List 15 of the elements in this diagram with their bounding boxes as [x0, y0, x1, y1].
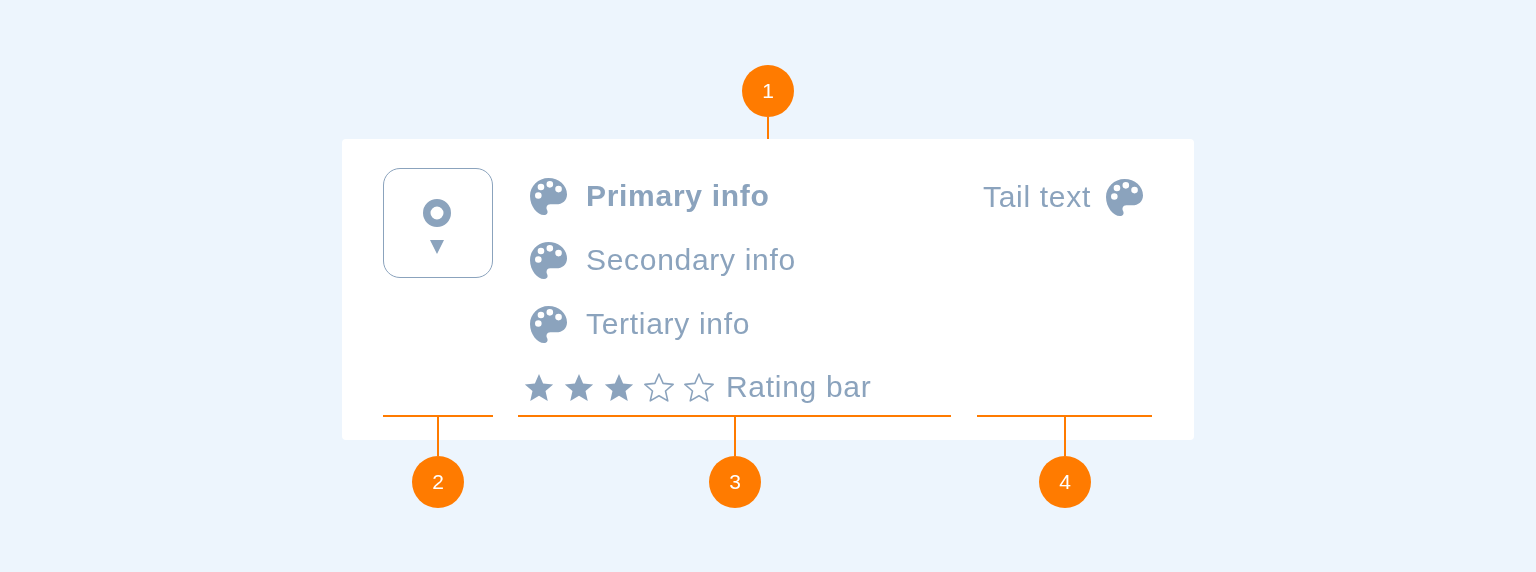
primary-text: Primary info	[586, 179, 770, 213]
callout-number: 2	[412, 456, 464, 508]
rating-label: Rating bar	[726, 370, 872, 404]
leader-line	[767, 116, 769, 140]
callout-number: 3	[709, 456, 761, 508]
callout-number: 4	[1039, 456, 1091, 508]
leading-section	[383, 168, 493, 417]
callout-number: 1	[742, 65, 794, 117]
list-item-card	[342, 139, 1194, 440]
leader-line	[1064, 416, 1066, 457]
leader-line	[437, 416, 439, 457]
tail-text: Tail text	[983, 180, 1091, 214]
tertiary-text: Tertiary info	[586, 307, 751, 341]
secondary-text: Secondary info	[586, 243, 796, 277]
leader-line	[734, 416, 736, 457]
